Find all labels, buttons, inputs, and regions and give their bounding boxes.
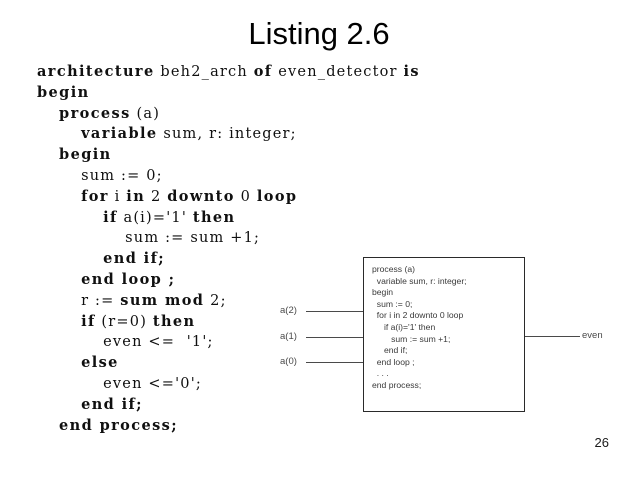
code-identifier: a(i)=	[117, 209, 167, 226]
input-port-label-a0: a(0)	[280, 356, 297, 367]
code-identifier: beh2_arch	[154, 64, 254, 80]
code-identifier: even <='0';	[103, 375, 203, 392]
box-code-line: begin	[372, 287, 394, 298]
code-identifier: even <= '1';	[103, 334, 214, 351]
code-keyword: process	[59, 104, 131, 122]
code-line: even <= '1';	[37, 332, 467, 353]
code-identifier: (r=0)	[95, 313, 153, 330]
box-code-line: variable sum, r: integer;	[372, 275, 467, 286]
code-line: variable sum, r: integer;	[37, 124, 467, 145]
box-code-line: sum := 0;	[372, 298, 413, 309]
code-line: sum := 0;	[37, 166, 467, 187]
vhdl-code-listing: architecture beh2_arch of even_detector …	[37, 62, 467, 436]
code-keyword: loop	[256, 187, 298, 205]
box-code-line: end if;	[372, 345, 408, 356]
code-identifier: 2;	[204, 292, 227, 309]
code-identifier: sum, r: integer;	[157, 126, 297, 143]
input-wire-a0	[306, 362, 364, 363]
box-code-line: . . .	[372, 368, 389, 379]
code-keyword: is	[403, 63, 420, 80]
code-keyword: end if;	[81, 395, 143, 413]
code-keyword: then	[152, 312, 196, 330]
code-line: begin	[37, 83, 467, 104]
code-keyword: in	[126, 187, 146, 205]
code-line: r := sum mod 2;	[37, 291, 467, 312]
code-identifier: sum := 0;	[81, 167, 163, 184]
input-wire-a1	[306, 337, 364, 338]
code-identifier: sum := sum +1;	[125, 230, 261, 247]
code-keyword: else	[81, 354, 119, 372]
input-port-label-a2: a(2)	[280, 305, 297, 316]
code-identifier: 2	[145, 188, 168, 205]
code-keyword: of	[253, 63, 273, 80]
code-keyword: end process;	[59, 416, 178, 434]
code-keyword: architecture	[37, 63, 155, 80]
code-identifier: '1'	[166, 209, 188, 226]
code-line: architecture beh2_arch of even_detector …	[37, 62, 467, 83]
block-diagram: a(2) a(1) a(0) process (a) variable sum,…	[270, 250, 638, 425]
page-title: Listing 2.6	[248, 16, 390, 51]
code-keyword: begin	[37, 83, 90, 101]
code-identifier: r :=	[81, 292, 121, 309]
box-code-line: process (a)	[372, 264, 415, 274]
code-line: else	[37, 353, 467, 374]
output-wire-even	[525, 336, 580, 337]
code-line: process (a)	[37, 104, 467, 125]
code-keyword: sum mod	[120, 291, 205, 309]
box-code-line: end process;	[372, 379, 422, 390]
code-identifier: (a)	[130, 105, 161, 122]
code-keyword: then	[192, 208, 236, 226]
box-code-line: if a(i)='1' then	[372, 321, 436, 332]
even-detector-box: process (a) variable sum, r: integer;beg…	[363, 257, 525, 412]
code-keyword: end if;	[103, 250, 165, 268]
code-keyword: if	[103, 208, 118, 226]
box-code-line: end loop ;	[372, 356, 415, 367]
code-line: begin	[37, 145, 467, 166]
output-port-label-even: even	[582, 330, 603, 341]
code-keyword: downto	[167, 187, 235, 205]
code-line: if (r=0) then	[37, 312, 467, 333]
code-keyword: variable	[81, 125, 158, 143]
code-keyword: for	[81, 187, 109, 205]
code-identifier: i	[108, 188, 127, 205]
code-line: sum := sum +1;	[37, 228, 467, 249]
code-line: end process;	[37, 416, 467, 437]
code-keyword: end loop ;	[81, 270, 176, 288]
code-line: end if;	[37, 395, 467, 416]
even-detector-box-code: process (a) variable sum, r: integer;beg…	[372, 264, 522, 392]
code-line: if a(i)='1' then	[37, 208, 467, 229]
code-identifier: 0	[234, 188, 257, 205]
page-number: 26	[594, 435, 609, 450]
box-code-line: sum := sum +1;	[372, 333, 451, 344]
code-keyword: if	[81, 312, 96, 330]
code-line: end if;	[37, 249, 467, 270]
code-line: end loop ;	[37, 270, 467, 291]
code-keyword: begin	[59, 146, 112, 164]
code-line: even <='0';	[37, 374, 467, 395]
input-wire-a2	[306, 311, 364, 312]
code-identifier: even_detector	[272, 64, 404, 80]
code-line: for i in 2 downto 0 loop	[37, 187, 467, 208]
input-port-label-a1: a(1)	[280, 331, 297, 342]
box-code-line: for i in 2 downto 0 loop	[372, 310, 464, 321]
